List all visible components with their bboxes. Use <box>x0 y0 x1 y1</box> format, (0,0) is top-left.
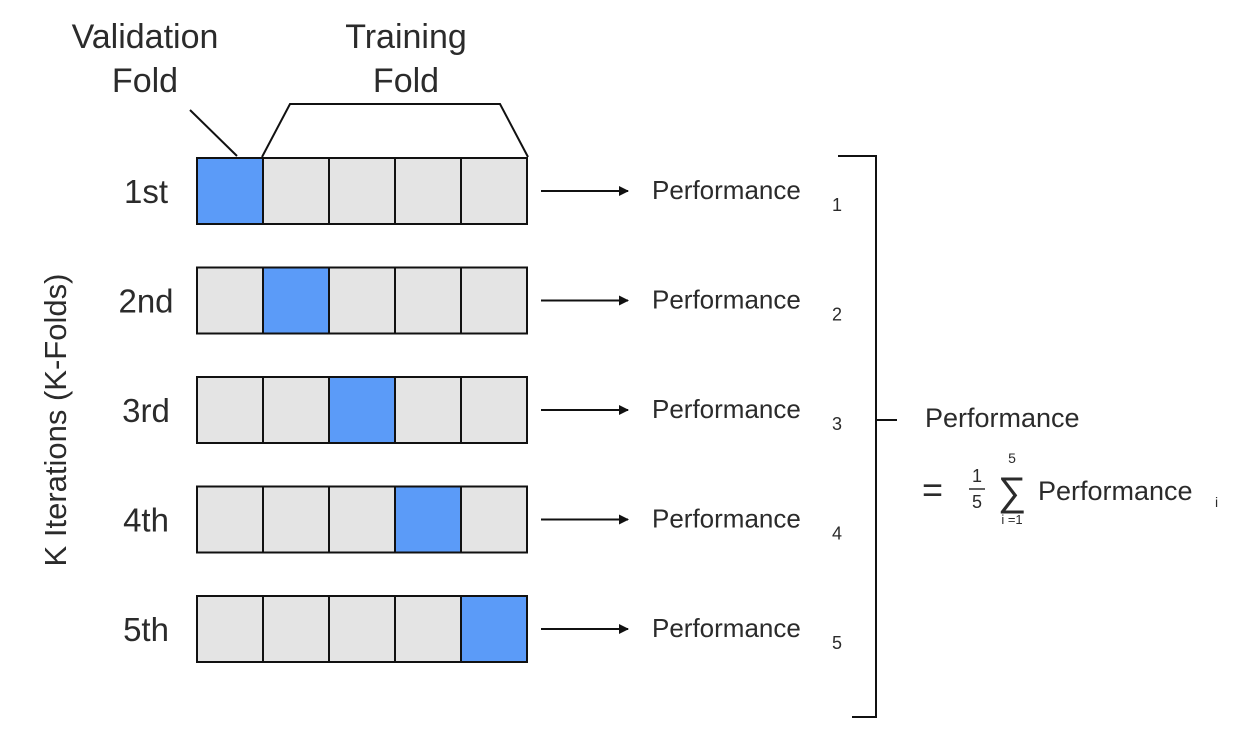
validation-fold-cell <box>262 266 330 335</box>
training-fold-cell <box>196 485 264 554</box>
validation-fold-cell <box>394 485 462 554</box>
iteration-label: 5th <box>123 611 169 648</box>
training-fold-cell <box>460 485 528 554</box>
training-fold-cell <box>460 376 528 444</box>
iteration-row: 1st Performance 1 <box>124 157 842 225</box>
training-fold-label-line1: Training <box>345 18 467 56</box>
performance-label: Performance <box>652 175 801 205</box>
validation-pointer-line <box>189 109 238 157</box>
validation-fold-cell <box>328 376 396 444</box>
k-iterations-axis-label: K Iterations (K-Folds) <box>38 274 73 567</box>
training-fold-cell <box>394 266 462 335</box>
performance-subscript: 3 <box>832 414 842 434</box>
sum-symbol: ∑ <box>998 470 1027 514</box>
summary-performance-title: Performance <box>925 403 1080 433</box>
summary-bracket <box>838 155 897 718</box>
iteration-row: 5th Performance 5 <box>123 595 842 663</box>
training-fold-cell <box>328 157 396 225</box>
training-fold-cell <box>196 266 264 335</box>
validation-fold-cell <box>196 157 264 225</box>
validation-fold-cell <box>460 595 528 663</box>
iteration-row: 4th Performance 4 <box>123 485 842 554</box>
training-fold-cell <box>394 595 462 663</box>
training-fold-bracket <box>261 103 529 158</box>
training-fold-cell <box>328 485 396 554</box>
iteration-label: 3rd <box>122 392 170 429</box>
fraction-denominator: 5 <box>972 492 982 512</box>
summary-term-subscript: i <box>1215 494 1218 510</box>
performance-subscript: 4 <box>832 524 842 544</box>
summary-performance-term: Performance <box>1038 476 1193 506</box>
training-fold-cell <box>394 157 462 225</box>
validation-fold-label-line1: Validation <box>72 18 219 56</box>
performance-subscript: 2 <box>832 305 842 325</box>
training-fold-cell <box>328 266 396 335</box>
training-fold-cell <box>262 595 330 663</box>
training-fold-cell <box>394 376 462 444</box>
performance-label: Performance <box>652 613 801 643</box>
sum-lower-limit: i =1 <box>1001 512 1022 527</box>
training-fold-cell <box>460 266 528 335</box>
training-fold-cell <box>196 595 264 663</box>
performance-subscript: 5 <box>832 633 842 653</box>
iteration-row: 2nd Performance 2 <box>118 266 842 335</box>
training-fold-cell <box>262 376 330 444</box>
performance-label: Performance <box>652 504 801 534</box>
performance-label: Performance <box>652 285 801 315</box>
validation-fold-label-line2: Fold <box>112 62 178 100</box>
iteration-label: 2nd <box>118 283 173 320</box>
summary-equals-sign: = <box>922 469 943 510</box>
training-fold-cell <box>460 157 528 225</box>
fraction-numerator: 1 <box>972 466 982 486</box>
training-fold-cell <box>196 376 264 444</box>
iteration-label: 1st <box>124 173 168 210</box>
iteration-row: 3rd Performance 3 <box>122 376 842 444</box>
training-fold-cell <box>328 595 396 663</box>
performance-label: Performance <box>652 394 801 424</box>
training-fold-label-line2: Fold <box>373 62 439 100</box>
sum-upper-limit: 5 <box>1008 450 1016 466</box>
training-fold-cell <box>262 485 330 554</box>
training-fold-cell <box>262 157 330 225</box>
performance-subscript: 1 <box>832 195 842 215</box>
iteration-label: 4th <box>123 502 169 539</box>
